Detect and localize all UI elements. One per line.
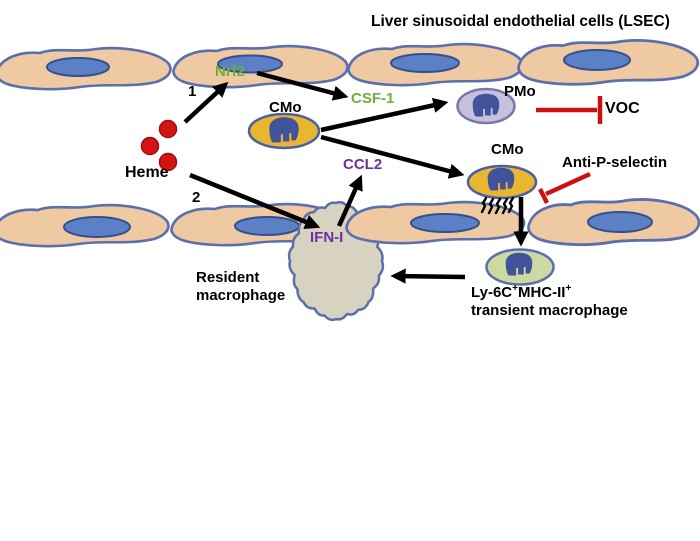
arrow-nrf2-to-csf1 <box>256 70 349 101</box>
endothelial-nucleus <box>217 54 283 74</box>
endothelial-nucleus <box>563 49 631 71</box>
selectin-tether-icon <box>501 197 509 215</box>
step-1-label: 1 <box>188 83 197 100</box>
selectin-tether-icon <box>494 197 502 215</box>
selectin-tether-icon <box>480 196 488 214</box>
endothelial-nucleus <box>234 216 300 236</box>
resident-macrophage-label-line1: Resident <box>196 269 260 286</box>
immune-cells <box>247 87 555 286</box>
signal-arrows <box>183 70 529 284</box>
monocyte-nucleus <box>472 93 500 117</box>
resident-macrophage-label-line2: macrophage <box>196 287 286 304</box>
nrf2-label: Nrf2 <box>215 63 246 80</box>
lsec-top-row <box>0 39 700 91</box>
cmo-adherent-label: CMo <box>491 141 524 158</box>
csf1-label: CSF-1 <box>351 90 395 107</box>
heme-molecules <box>140 119 178 172</box>
arrow-cmo-to-adherent-cmo <box>320 134 465 179</box>
voc-label: VOC <box>605 100 640 117</box>
anti-p-selectin-label: Anti-P-selectin <box>562 154 668 171</box>
arrow-macrophage-to-ccl2 <box>336 174 363 227</box>
diagram-title: Liver sinusoidal endothelial cells (LSEC… <box>371 13 670 30</box>
heme-dot <box>140 136 160 156</box>
p-selectin-tethers <box>480 196 515 215</box>
inhibition-lines <box>536 96 603 205</box>
transient-macrophage-label: Ly-6C+MHC-II+ transient macrophage <box>471 283 628 320</box>
transient-macrophage-label-line2: transient macrophage <box>471 302 628 319</box>
endothelial-nucleus <box>410 213 480 233</box>
monocyte-nucleus <box>269 117 299 143</box>
inhibit-anti-p-selectin-bar <box>537 187 550 205</box>
lsec-bottom-row-right <box>345 198 700 247</box>
heme-label: Heme <box>125 164 169 181</box>
selectin-tether-icon <box>507 196 515 214</box>
endothelial-nucleus <box>46 57 110 77</box>
cmo-top-label: CMo <box>269 99 302 116</box>
ifn1-label: IFN-I <box>310 229 344 246</box>
endothelial-nucleus <box>390 53 460 73</box>
resident-macrophage-label: Resident macrophage <box>196 269 285 305</box>
pmo-label: PMo <box>504 83 536 100</box>
transient-macrophage-label-line1: Ly-6C+MHC-II+ <box>471 283 572 301</box>
monocyte-nucleus <box>487 167 515 191</box>
arrow-heme-to-nrf2 <box>183 81 229 124</box>
arrow-heme-to-macrophage <box>189 172 321 230</box>
arrow-transient-to-resident <box>390 268 466 284</box>
step-2-label: 2 <box>192 189 201 206</box>
monocyte-nucleus <box>505 252 533 276</box>
inhibit-anti-p-selectin-shaft <box>545 171 591 197</box>
lsec-bottom-row-left <box>0 202 347 248</box>
selectin-tether-icon <box>487 197 495 215</box>
endothelial-nucleus <box>587 211 653 233</box>
arrow-cmo-to-pmo <box>320 97 449 133</box>
endothelial-nucleus <box>63 216 131 238</box>
heme-dot <box>158 119 178 139</box>
heme-dot <box>158 152 178 172</box>
ccl2-label: CCL2 <box>343 156 383 173</box>
